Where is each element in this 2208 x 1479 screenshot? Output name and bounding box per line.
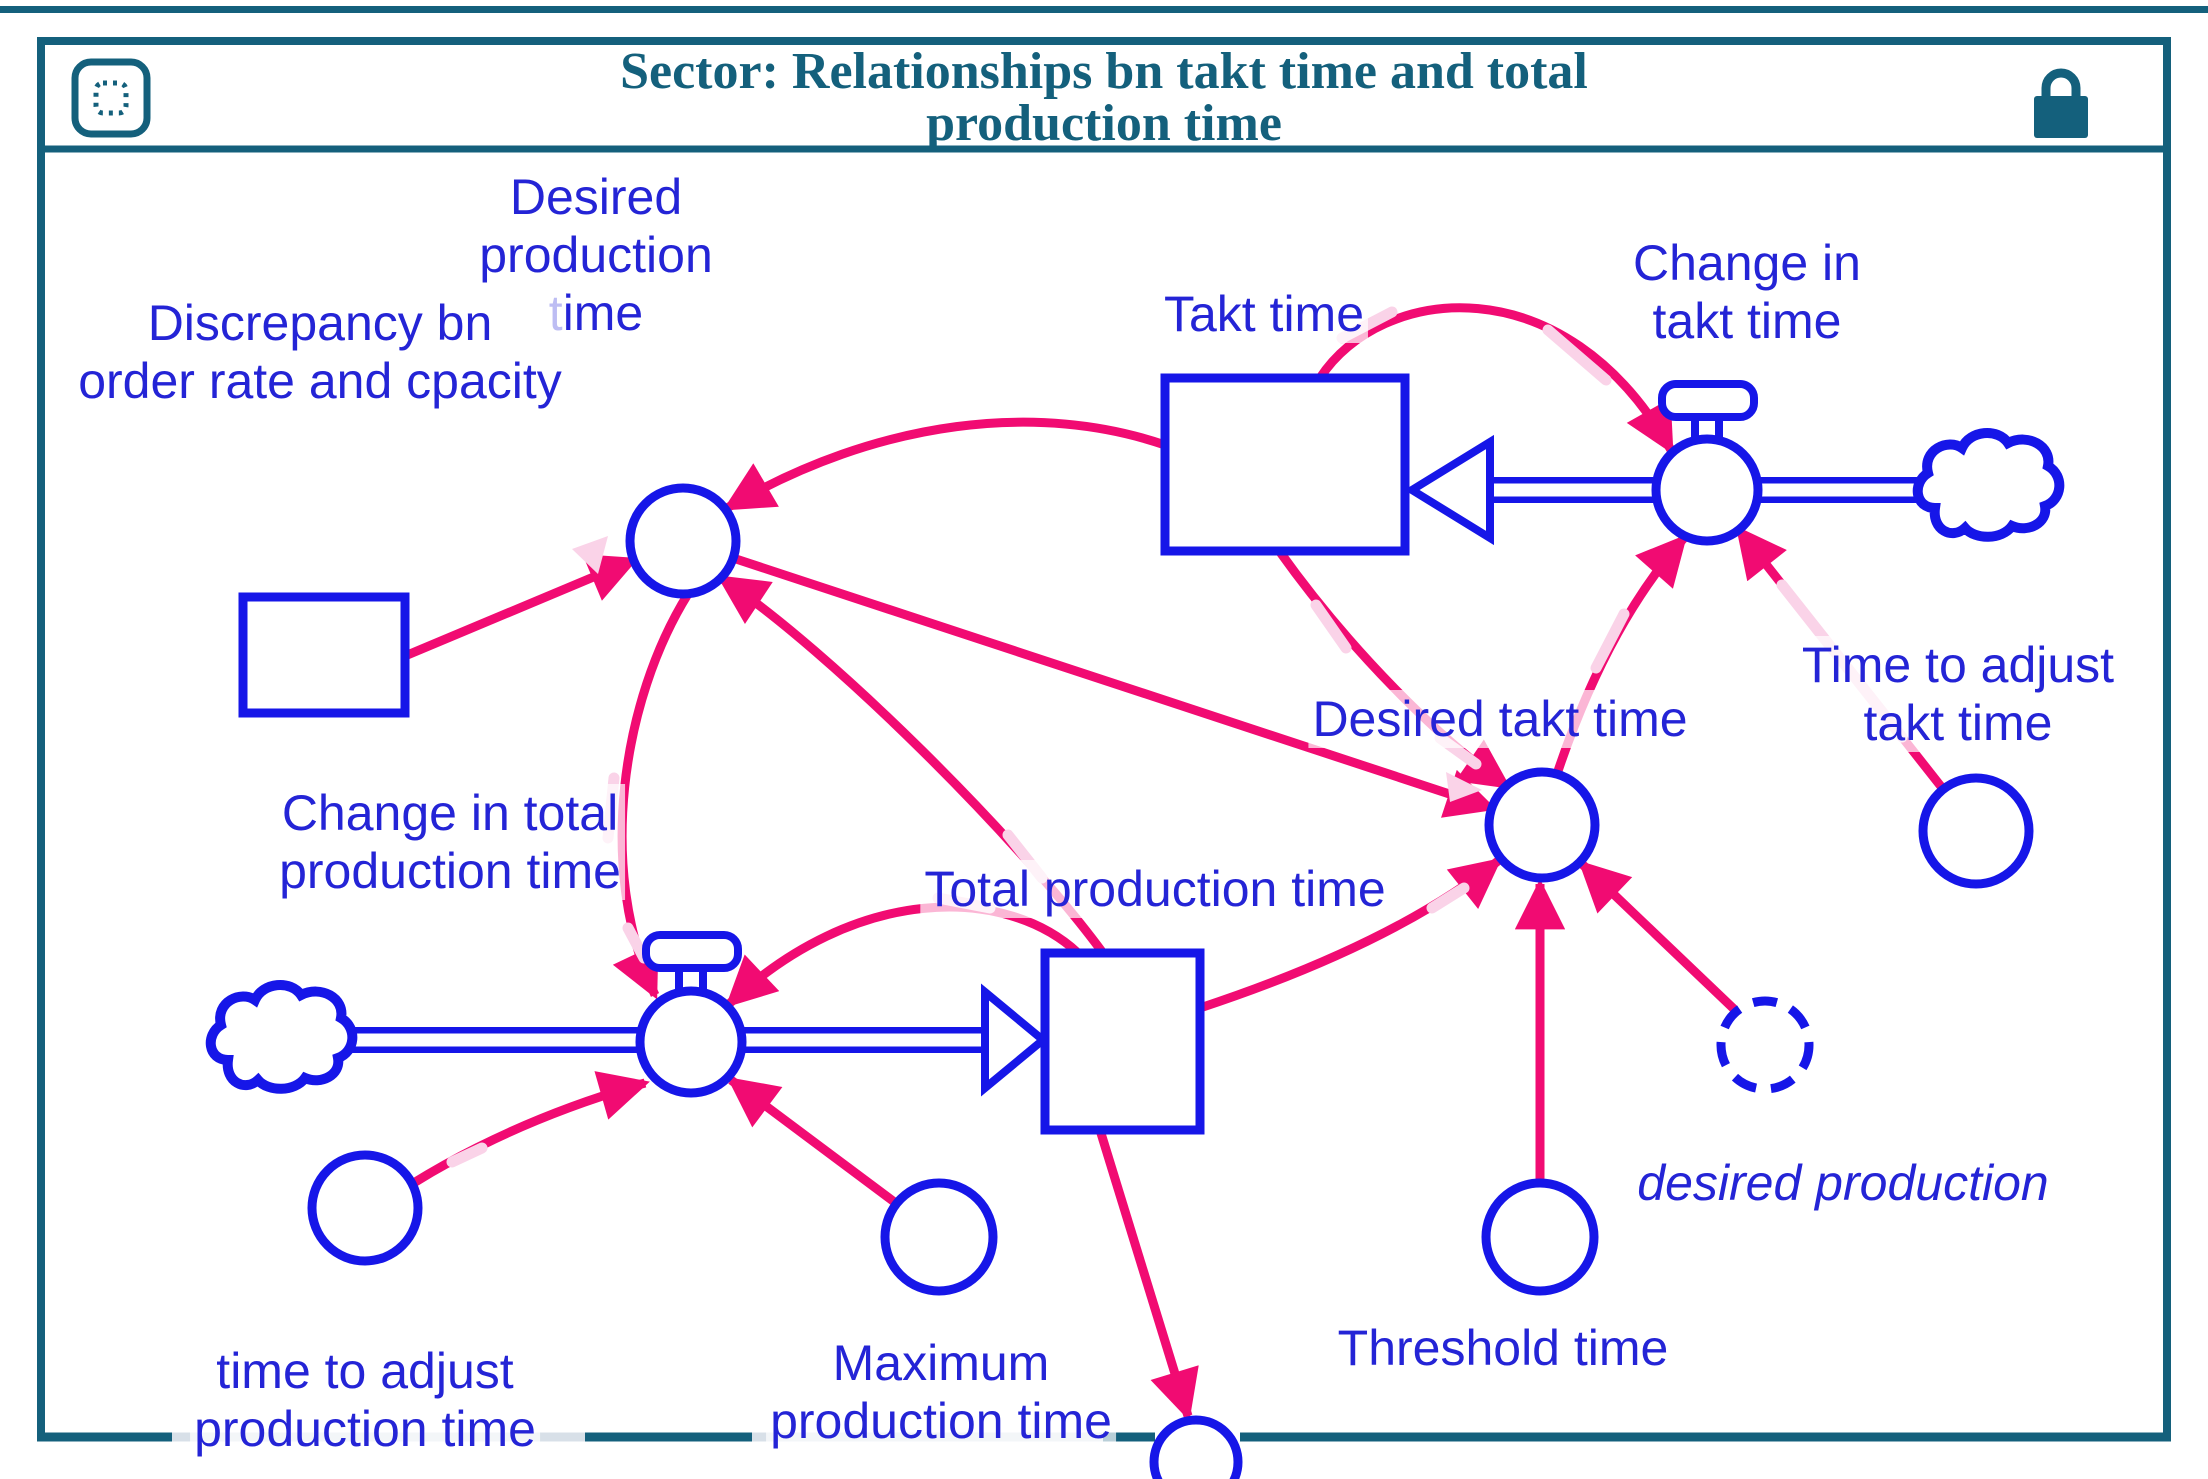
label-desired-takt-time[interactable]: Desired takt time <box>1308 690 1692 748</box>
connector-discrepancy-to-desired-production-time[interactable] <box>403 554 639 661</box>
converter-desired-production-time[interactable] <box>625 483 741 599</box>
connector-time-to-adjust-production-time-to-valve[interactable] <box>409 1071 650 1188</box>
label-desired-production-ghost[interactable]: desired production <box>1633 1154 2053 1212</box>
connector-takt-time-to-change-in-takt-time-arc[interactable] <box>1316 303 1675 455</box>
sector-title-line2: production time <box>926 95 1282 152</box>
sector-frame[interactable] <box>37 37 2171 1437</box>
label-total-production-time[interactable]: Total production time <box>920 860 1390 918</box>
valve-change-in-takt-time[interactable] <box>1651 380 1763 546</box>
label-change-in-total-production-time[interactable]: Change in total production time <box>275 784 625 900</box>
connector-maximum-production-time-to-valve[interactable] <box>726 1076 900 1208</box>
converter-maximum-production-time[interactable] <box>880 1178 998 1296</box>
window-top-edge <box>0 6 2208 13</box>
label-maximum-production-time[interactable]: Maximum production time <box>766 1334 1116 1450</box>
stock-takt-time[interactable] <box>1160 373 1410 556</box>
label-takt-time[interactable]: Takt time <box>1159 285 1369 343</box>
stock-discrepancy[interactable] <box>238 592 410 718</box>
stock-total-production-time[interactable] <box>1040 948 1205 1135</box>
flow-arrowhead-into-takt-time <box>1404 434 1494 546</box>
sector-icon[interactable] <box>71 58 151 138</box>
flow-arrowhead-into-total-production-time <box>981 983 1050 1097</box>
connector-takt-time-to-desired-production-time[interactable] <box>722 417 1167 512</box>
converter-threshold-time[interactable] <box>1481 1178 1599 1296</box>
valve-change-in-total-production-time[interactable] <box>635 931 747 1098</box>
converter-time-to-adjust-production-time[interactable] <box>307 1150 423 1266</box>
cloud-source-left[interactable] <box>205 980 358 1094</box>
connector-desired-production-time-to-desired-takt-time[interactable] <box>731 553 1497 818</box>
label-discrepancy[interactable]: Discrepancy bn order rate and cpacity <box>74 294 566 410</box>
connector-total-production-time-to-desired-takt-time[interactable] <box>1198 857 1502 1013</box>
converter-bottom-clipped[interactable] <box>1149 1415 1243 1479</box>
connector-total-production-time-to-bottom-circle[interactable] <box>1095 1128 1199 1421</box>
label-change-in-takt-time[interactable]: Change in takt time <box>1629 234 1865 350</box>
label-threshold-time[interactable]: Threshold time <box>1333 1319 1673 1377</box>
converter-time-to-adjust-takt-time[interactable] <box>1918 773 2034 889</box>
lock-icon[interactable] <box>2034 68 2088 138</box>
cloud-source-right[interactable] <box>1912 428 2065 542</box>
ghost-converter-desired-production[interactable] <box>1716 996 1814 1094</box>
connector-total-production-time-to-change-in-total-production-time[interactable] <box>725 902 1082 1008</box>
label-time-to-adjust-production-time[interactable]: time to adjust production time <box>190 1342 540 1458</box>
label-time-to-adjust-takt-time[interactable]: Time to adjust takt time <box>1797 636 2119 752</box>
sector-title-line1: Sector: Relationships bn takt time and t… <box>620 43 1588 100</box>
connector-desired-production-ghost-to-desired-takt-time[interactable] <box>1578 860 1739 1014</box>
converter-desired-takt-time[interactable] <box>1484 767 1600 883</box>
